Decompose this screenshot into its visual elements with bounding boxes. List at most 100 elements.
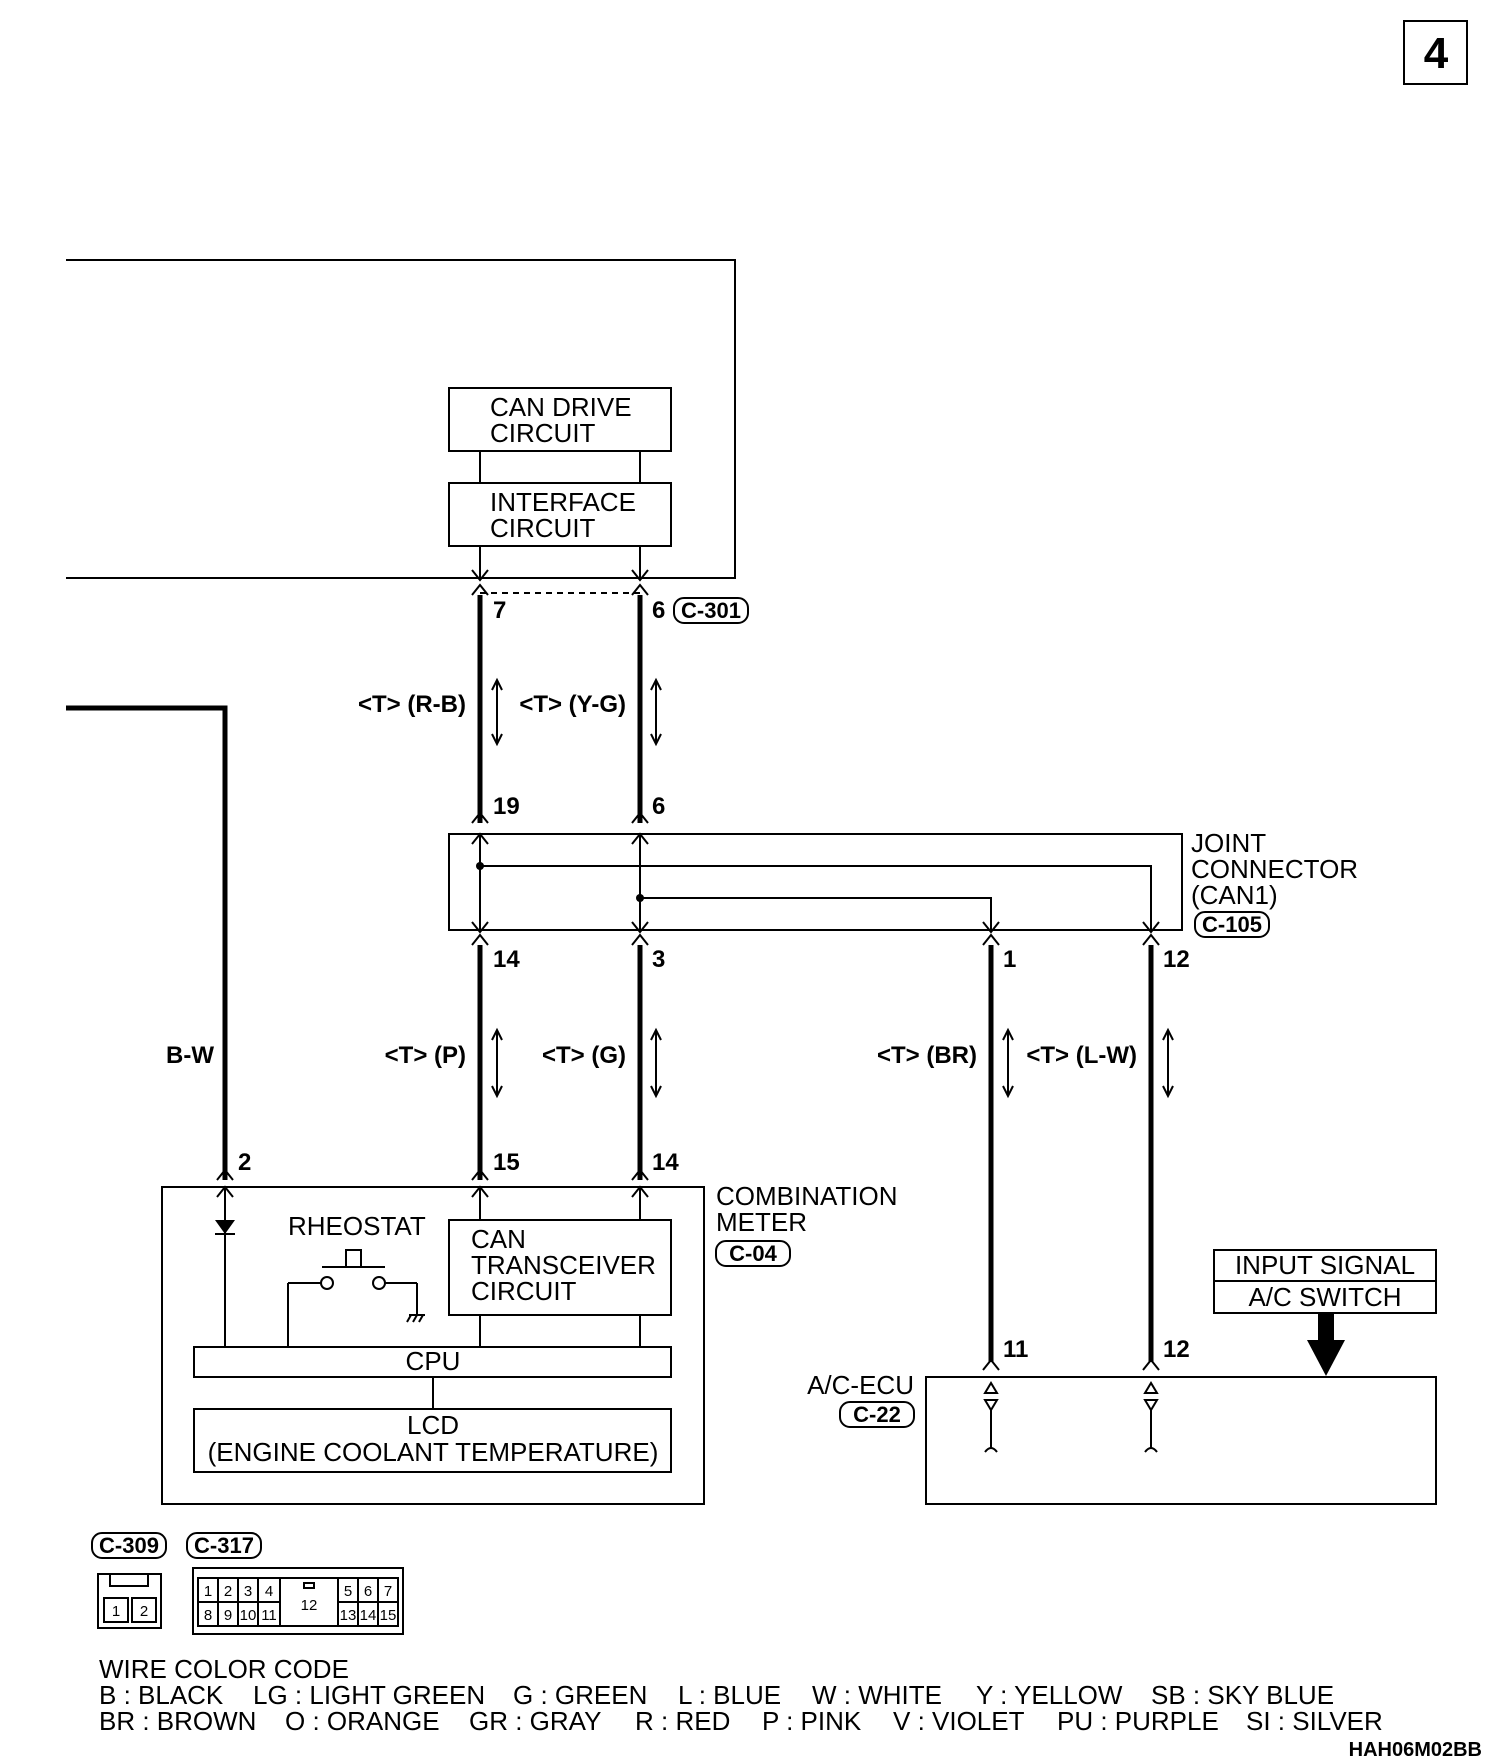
connector-id-c301: C-301 — [673, 597, 749, 624]
c317-pin-3: 3 — [244, 1583, 252, 1600]
pin-1: 1 — [1003, 946, 1016, 973]
connector-view-c309: C-309 1 2 — [91, 1532, 167, 1629]
can-drive-line1: CAN DRIVE — [490, 392, 632, 422]
c317-pin-9: 9 — [224, 1607, 232, 1624]
figure-code: HAH06M02BB — [1349, 1739, 1482, 1761]
wire-label-yg: <T> (Y-G) — [519, 691, 626, 718]
wire-label-p: <T> (P) — [385, 1042, 466, 1069]
connector-id-c105: C-105 — [1194, 911, 1270, 938]
legend-pu: PU : PURPLE — [1057, 1706, 1219, 1736]
c317-pin-11: 11 — [261, 1607, 277, 1624]
legend-b: B : BLACK — [99, 1680, 224, 1710]
legend-w: W : WHITE — [812, 1680, 942, 1710]
legend-si: SI : SILVER — [1246, 1706, 1383, 1736]
wire-color-legend: WIRE COLOR CODE B : BLACK LG : LIGHT GRE… — [99, 1654, 1383, 1736]
legend-g: G : GREEN — [513, 1680, 647, 1710]
lcd-line2: (ENGINE COOLANT TEMPERATURE) — [208, 1437, 659, 1467]
can-transceiver-line2: TRANSCEIVER — [471, 1250, 656, 1280]
legend-y: Y : YELLOW — [976, 1680, 1123, 1710]
legend-r: R : RED — [635, 1706, 730, 1736]
signal-arrow-g — [650, 1027, 662, 1099]
joint-connector-label-1: JOINT — [1191, 828, 1266, 858]
connector-view-c317-id: C-317 — [194, 1533, 254, 1558]
pin-6-top: 6 — [652, 597, 665, 624]
joint-connector-label-2: CONNECTOR — [1191, 854, 1358, 884]
legend-title: WIRE COLOR CODE — [99, 1654, 349, 1684]
legend-l: L : BLUE — [678, 1680, 781, 1710]
rheostat-switch-symbol — [287, 1249, 425, 1347]
legend-sb: SB : SKY BLUE — [1151, 1680, 1334, 1710]
joint-connector-label-3: (CAN1) — [1191, 880, 1278, 910]
pin-2: 2 — [238, 1149, 251, 1176]
wire-label-bw: B-W — [166, 1042, 214, 1069]
can-drive-circuit-block: CAN DRIVE CIRCUIT — [448, 387, 672, 452]
c317-pin-13: 13 — [340, 1607, 357, 1624]
pin-12-ecu: 12 — [1163, 1336, 1190, 1363]
pin-14-meter: 14 — [652, 1149, 679, 1176]
connector-id-c04-text: C-04 — [729, 1241, 777, 1266]
c317-pin-2: 2 — [224, 1583, 232, 1600]
c317-pin-6: 6 — [364, 1583, 372, 1600]
pin-7: 7 — [493, 597, 506, 624]
page-badge: 4 — [1403, 20, 1468, 85]
connector-id-c22: C-22 — [839, 1401, 915, 1428]
ac-ecu — [925, 1376, 1437, 1505]
c317-pin-1: 1 — [204, 1583, 212, 1600]
interface-circuit-block: INTERFACE CIRCUIT — [448, 482, 672, 547]
legend-lg: LG : LIGHT GREEN — [253, 1680, 485, 1710]
combination-meter: CAN TRANSCEIVER CIRCUIT RHEOSTAT CPU LCD… — [161, 1185, 705, 1505]
signal-arrow-p — [491, 1027, 503, 1099]
input-signal-ac-switch: INPUT SIGNAL A/C SWITCH — [1213, 1249, 1437, 1376]
connector-view-c317: C-317 1 2 3 4 5 6 7 8 9 10 11 13 14 15 1… — [186, 1532, 404, 1635]
can-transceiver-line3: CIRCUIT — [471, 1276, 577, 1306]
wire-label-rb: <T> (R-B) — [358, 691, 466, 718]
upper-ecu-enclosure — [66, 259, 736, 579]
pin-3: 3 — [652, 946, 665, 973]
page-badge-number: 4 — [1424, 29, 1449, 78]
can-transceiver-line1: CAN — [471, 1224, 526, 1254]
legend-gr: GR : GRAY — [469, 1706, 601, 1736]
combination-meter-label-1: COMBINATION — [716, 1181, 898, 1211]
lcd-line1: LCD — [407, 1410, 459, 1440]
connector-id-c105-text: C-105 — [1202, 912, 1262, 937]
pin-14-joint: 14 — [493, 946, 520, 973]
c309-pin-2: 2 — [140, 1603, 148, 1620]
ac-ecu-label: A/C-ECU — [807, 1370, 914, 1400]
interface-line2: CIRCUIT — [490, 513, 596, 543]
signal-arrow-yg — [650, 677, 662, 747]
input-signal-label: INPUT SIGNAL — [1235, 1250, 1415, 1280]
connector-id-c04: C-04 — [715, 1240, 791, 1267]
signal-arrow-rb — [491, 677, 503, 747]
rheostat-label: RHEOSTAT — [288, 1211, 426, 1241]
cpu-label: CPU — [406, 1346, 461, 1376]
c317-pin-5: 5 — [344, 1583, 352, 1600]
legend-br: BR : BROWN — [99, 1706, 256, 1736]
c317-pin-8: 8 — [204, 1607, 212, 1624]
legend-o: O : ORANGE — [285, 1706, 440, 1736]
wire-label-lw: <T> (L-W) — [1026, 1042, 1137, 1069]
can-drive-line2: CIRCUIT — [490, 418, 596, 448]
pin-11: 11 — [1003, 1336, 1028, 1363]
c317-pin-7: 7 — [384, 1583, 392, 1600]
signal-arrow-lw — [1162, 1027, 1174, 1099]
joint-connector-can1 — [448, 832, 1183, 934]
c317-pin-15: 15 — [380, 1607, 397, 1624]
interface-line1: INTERFACE — [490, 487, 636, 517]
connector-view-c309-id: C-309 — [99, 1533, 159, 1558]
ac-switch-label: A/C SWITCH — [1248, 1282, 1401, 1312]
connector-id-c301-text: C-301 — [681, 598, 741, 623]
connector-id-c22-text: C-22 — [853, 1402, 901, 1427]
c317-pin-10: 10 — [240, 1607, 257, 1624]
wire-label-br: <T> (BR) — [877, 1042, 977, 1069]
legend-p: P : PINK — [762, 1706, 862, 1736]
wire-label-g: <T> (G) — [542, 1042, 626, 1069]
c317-pin-14: 14 — [360, 1607, 377, 1624]
pin-15: 15 — [493, 1149, 520, 1176]
pin-6-joint: 6 — [652, 793, 665, 820]
pin-19: 19 — [493, 793, 520, 820]
legend-v: V : VIOLET — [893, 1706, 1025, 1736]
c309-pin-1: 1 — [112, 1603, 120, 1620]
combination-meter-label-2: METER — [716, 1207, 807, 1237]
signal-arrow-br — [1002, 1027, 1014, 1099]
